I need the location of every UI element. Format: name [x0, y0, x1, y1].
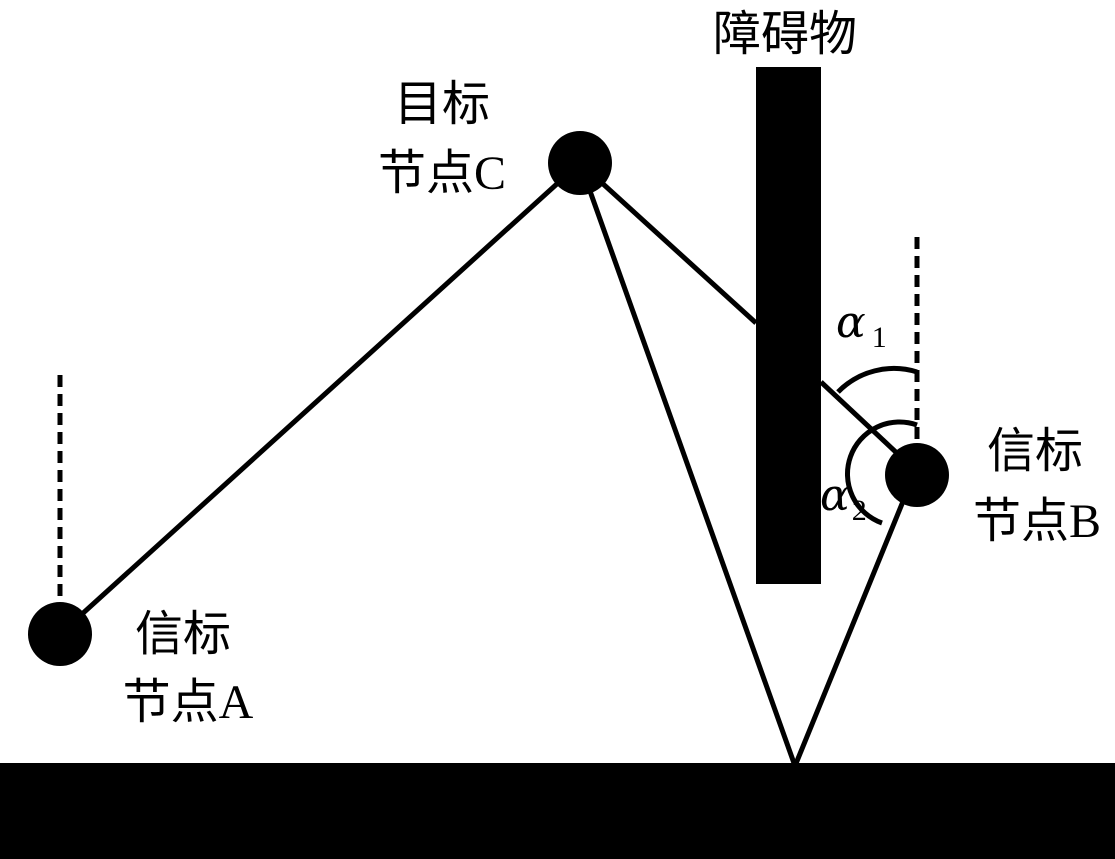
target-label-line1: 目标: [394, 76, 490, 132]
beacon-b-label-line1: 信标: [987, 423, 1083, 479]
obstacle-label: 障碍物: [713, 6, 857, 62]
beacon-a-label-line2: 节点A: [123, 674, 254, 730]
alpha2-label: α2: [820, 470, 867, 527]
beacon-node-b: [885, 443, 949, 507]
beacon-node-a: [28, 602, 92, 666]
beacon-b-label-line2: 节点B: [973, 493, 1101, 549]
beacon-a-label-line1: 信标: [135, 606, 231, 662]
path-c-to-obstacle: [578, 161, 758, 325]
obstacle-wall: [756, 67, 821, 584]
target-node-c: [548, 131, 612, 195]
path-c-to-ground: [577, 162, 798, 767]
angle-arc-alpha2: [844, 419, 918, 526]
path-ground-to-b: [792, 471, 918, 767]
ground-surface: [0, 763, 1115, 859]
angle-arc-alpha1: [836, 366, 918, 394]
path-a-to-c: [58, 161, 582, 636]
target-label-line2: 节点C: [378, 145, 506, 201]
